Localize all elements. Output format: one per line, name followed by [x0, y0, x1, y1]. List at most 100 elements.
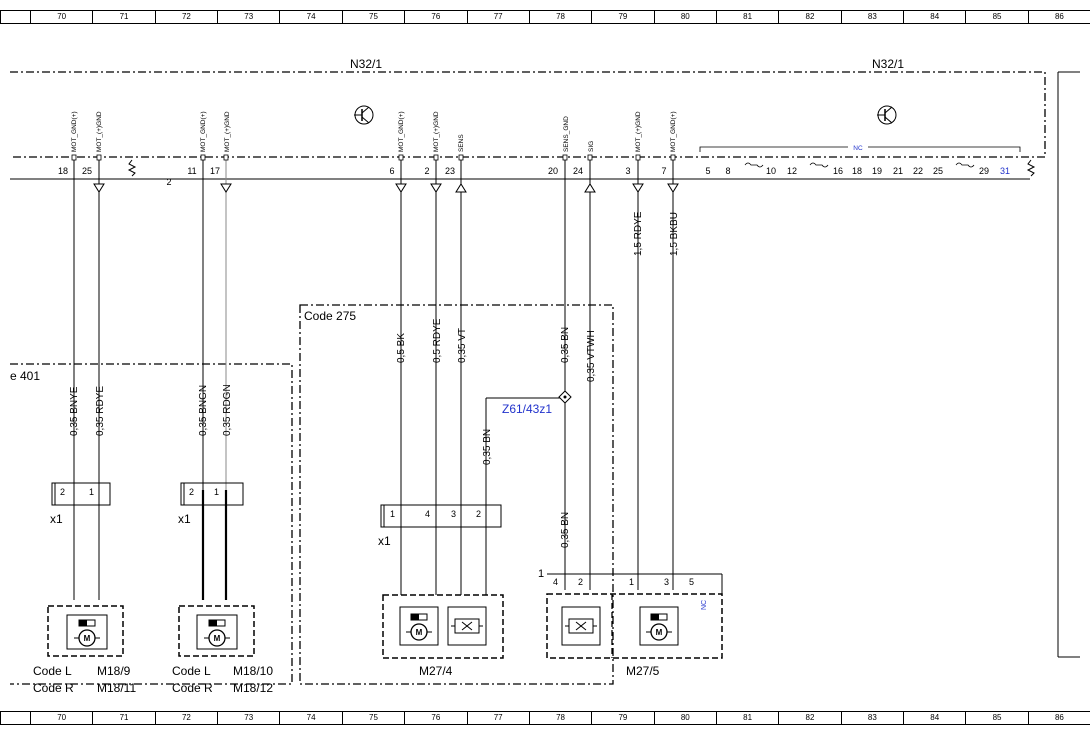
ruler-column-70: 70 [30, 711, 93, 725]
nc-pin: 25 [933, 166, 943, 176]
connector-number: 2 [166, 177, 171, 187]
control-unit-boundary [10, 71, 1046, 158]
nc-pin: 31 [1000, 166, 1010, 176]
ruler-column-72: 72 [154, 10, 218, 24]
signal-label: SENS [458, 134, 465, 152]
ruler-column-77: 77 [466, 10, 529, 24]
ruler-column-70: 70 [30, 10, 93, 24]
svg-text:2: 2 [476, 509, 481, 519]
svg-text:1: 1 [214, 487, 219, 497]
svg-text:x1: x1 [378, 534, 391, 548]
signal-label: MOT_(+)GND [433, 111, 440, 152]
pin-number: 3 [625, 166, 630, 176]
svg-text:2: 2 [60, 487, 65, 497]
connector-x1 [51, 482, 502, 528]
wire-label: 0,35 RDYE [95, 386, 106, 436]
svg-text:M18/12: M18/12 [233, 681, 273, 695]
signal-label: MOT_(+)GND [96, 111, 103, 152]
ruler-column-83: 83 [840, 10, 904, 24]
component-labels: Code L M18/9 Code R M18/11 Code L M18/10… [33, 664, 660, 695]
signal-label: MOT_GND(+) [200, 111, 207, 152]
svg-text:3: 3 [664, 577, 669, 587]
nc-jumpers [744, 162, 975, 168]
wire-label: 0,35 RDGN [222, 384, 233, 436]
signal-label: MOT_GND(+) [670, 111, 677, 152]
svg-text:1: 1 [390, 509, 395, 519]
ruler-margin [0, 10, 30, 24]
svg-text:1: 1 [629, 577, 634, 587]
sensor-icon [450, 618, 484, 634]
ruler-column-86: 86 [1027, 10, 1090, 24]
svg-text:1: 1 [538, 568, 544, 580]
connector-names: x1 x1 x1 [50, 512, 391, 548]
nc-pin: 29 [979, 166, 989, 176]
svg-text:3: 3 [451, 509, 456, 519]
module-title-left: N32/1 [350, 57, 382, 71]
pin-number: 6 [389, 166, 394, 176]
ruler-column-73: 73 [217, 711, 280, 725]
svg-text:x1: x1 [50, 512, 63, 526]
ruler-column-80: 80 [653, 711, 716, 725]
ruler-column-75: 75 [341, 711, 405, 725]
connector-pin-labels: 2 1 2 1 1 4 3 2 [60, 487, 481, 519]
wires [73, 160, 674, 600]
ruler-column-75: 75 [341, 10, 405, 24]
wire-label: 0,5 BK [396, 333, 407, 363]
ruler-column-82: 82 [778, 10, 841, 24]
nc-pin: 5 [705, 166, 710, 176]
ruler-column-71: 71 [92, 711, 155, 725]
code-275-box [299, 304, 614, 685]
ruler-column-76: 76 [404, 711, 467, 725]
svg-text:1: 1 [89, 487, 94, 497]
ruler-column-74: 74 [279, 711, 342, 725]
m27-5-pin-labels: 1 4 2 1 3 5 NC [538, 568, 708, 610]
pin-number: 25 [82, 166, 92, 176]
code-box-label: Code 275 [304, 309, 356, 323]
svg-text:Code L: Code L [172, 664, 211, 678]
nc-pins: 5 8 10 12 16 18 19 21 22 25 29 31 [705, 166, 1010, 176]
signal-label: MOT_GND(+) [398, 111, 405, 152]
wire-label: 0,35 BNGN [198, 385, 209, 436]
signal-labels: MOT_GND(+) MOT_(+)GND MOT_GND(+) MOT_(+)… [71, 111, 677, 152]
svg-text:M18/11: M18/11 [97, 681, 136, 695]
component-boxes [47, 593, 723, 659]
code-box-label: e 401 [10, 369, 40, 383]
ruler-column-81: 81 [715, 10, 779, 24]
ruler-column-74: 74 [279, 10, 342, 24]
svg-text:M18/10: M18/10 [233, 664, 273, 678]
connector-m27-5 [547, 573, 723, 594]
nc-pin: 22 [913, 166, 923, 176]
nc-pin: 12 [787, 166, 797, 176]
ruler-column-73: 73 [217, 10, 280, 24]
ruler-column-71: 71 [92, 10, 155, 24]
sensor-icon [564, 618, 598, 634]
ruler-column-78: 78 [528, 10, 592, 24]
ruler-column-76: 76 [404, 10, 467, 24]
connector-pins: 18 25 2 11 17 6 2 23 20 24 3 7 [58, 166, 667, 187]
transistor-icon [353, 105, 374, 125]
svg-text:Code R: Code R [33, 681, 74, 695]
pin-number: 11 [187, 166, 196, 176]
ruler-column-86: 86 [1027, 711, 1090, 725]
nc-pin: 8 [725, 166, 730, 176]
wire-label: 0,5 RDYE [432, 318, 443, 363]
nc-pin: 21 [893, 166, 903, 176]
ruler-column-79: 79 [591, 711, 654, 725]
signal-label: SIG [588, 141, 595, 152]
code-401-box [10, 363, 293, 685]
ruler-column-77: 77 [466, 711, 529, 725]
wire-labels: 0,35 BNYE 0,35 RDYE 0,35 BNGN 0,35 RDGN … [69, 211, 680, 548]
signal-label: SENS_GND [563, 116, 570, 152]
wire-label: 1,5 BKBU [669, 212, 680, 256]
signal-label: MOT_(+)GND [635, 111, 642, 152]
ruler-column-85: 85 [965, 10, 1028, 24]
svg-text:M27/5: M27/5 [626, 664, 660, 678]
wire-label: 1,5 RDYE [633, 211, 644, 256]
pin-number: 2 [424, 166, 429, 176]
wire-label: 0,35 BN [560, 512, 571, 548]
nc-pin: 10 [766, 166, 776, 176]
svg-text:x1: x1 [178, 512, 191, 526]
svg-text:Code L: Code L [33, 664, 72, 678]
signal-label: MOT_GND(+) [71, 111, 78, 152]
